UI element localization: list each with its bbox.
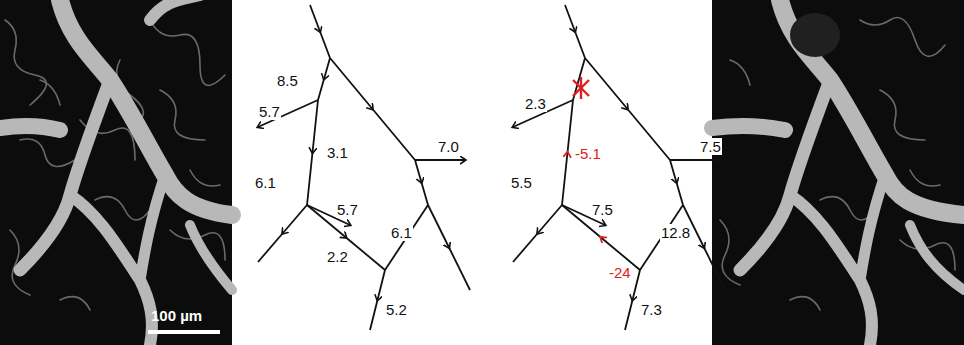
flow-value: 2.3: [524, 95, 547, 112]
scale-bar-label: 100 µm: [150, 307, 203, 324]
flow-value: 8.5: [276, 72, 299, 89]
flow-value: 7.3: [640, 301, 663, 318]
flow-value: 2.2: [326, 248, 349, 265]
flow-value: 5.5: [510, 174, 533, 191]
flow-value: 7.0: [437, 138, 460, 155]
vessel-network: [258, 5, 470, 330]
flow-value: 3.1: [326, 144, 349, 161]
flow-value: 5.7: [336, 201, 359, 218]
microscopy-image: [0, 0, 232, 345]
flow-value: 6.1: [390, 224, 413, 241]
flow-value: 5.2: [385, 301, 408, 318]
flow-value: 5.7: [258, 103, 281, 120]
occlusion-mark: [573, 77, 589, 99]
flow-value: 12.8: [660, 224, 691, 241]
flow-value: -5.1: [574, 145, 602, 162]
vessel-network: [513, 5, 725, 330]
flow-value: 6.1: [254, 174, 277, 191]
flow-value: 7.5: [591, 201, 614, 218]
microscopy-image: [712, 0, 964, 345]
flow-value: -24: [608, 264, 632, 281]
flow-value: 7.5: [699, 138, 722, 155]
